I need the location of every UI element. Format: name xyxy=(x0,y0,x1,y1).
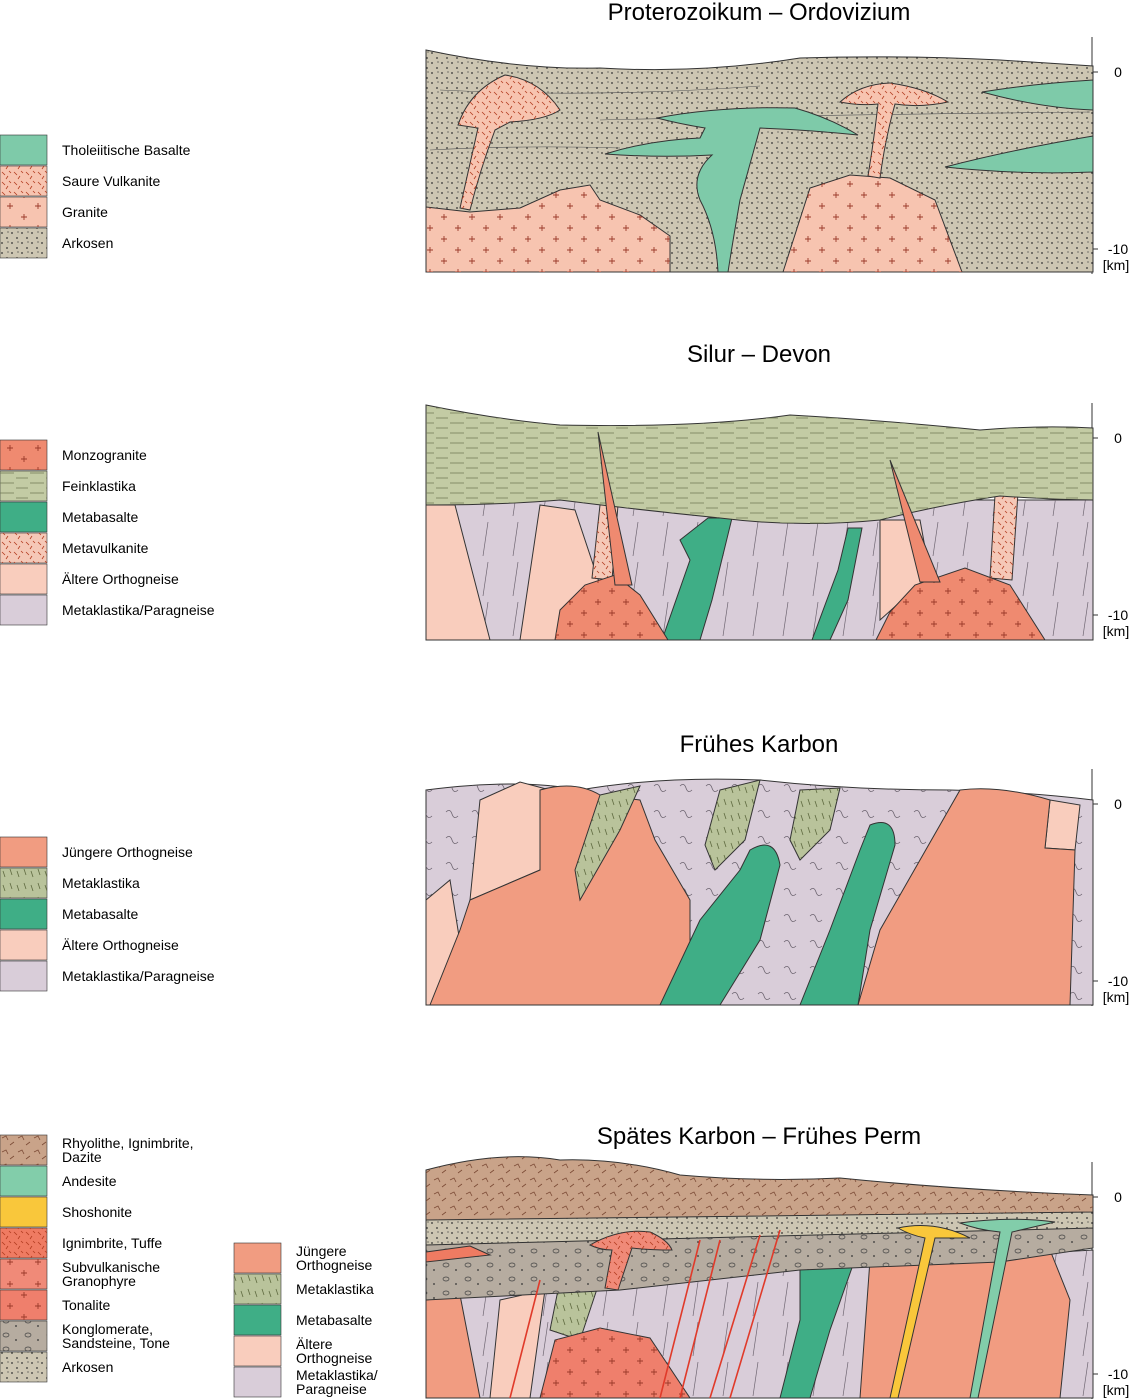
svg-text:Granophyre: Granophyre xyxy=(62,1273,136,1289)
s3-metabasalte-2 xyxy=(799,822,896,1006)
s3-juengere-right xyxy=(857,788,1076,1006)
svg-text:Metaklastika/Paragneise: Metaklastika/Paragneise xyxy=(62,602,215,618)
svg-text:Paragneise: Paragneise xyxy=(296,1381,367,1397)
svg-text:Sandsteine, Tone: Sandsteine, Tone xyxy=(62,1335,170,1351)
svg-text:Metavulkanite: Metavulkanite xyxy=(62,540,149,556)
legend-item-andesite: Andesite xyxy=(0,1165,117,1197)
legend-item-metaklastika_para: Metaklastika/Paragneise xyxy=(233,1366,378,1398)
legend-item-metabasalte: Metabasalte xyxy=(0,898,138,930)
svg-text:Subvulkanische: Subvulkanische xyxy=(62,1259,160,1275)
section-title-4: Spätes Karbon – Frühes Perm xyxy=(597,1123,921,1150)
s3-aeltere-3 xyxy=(1044,799,1081,851)
legend-item-arkosen: Arkosen xyxy=(0,1351,113,1383)
svg-text:Rhyolithe, Ignimbrite,: Rhyolithe, Ignimbrite, xyxy=(62,1135,194,1151)
svg-text:Jüngere Orthogneise: Jüngere Orthogneise xyxy=(62,844,193,860)
svg-text:Konglomerate,: Konglomerate, xyxy=(62,1321,153,1337)
legend-item-rhyolithe: Rhyolithe, Ignimbrite,Dazite xyxy=(0,1134,194,1166)
svg-text:Metabasalte: Metabasalte xyxy=(62,509,138,525)
svg-text:Feinklastika: Feinklastika xyxy=(62,478,136,494)
s3-metabasalte-1 xyxy=(659,844,781,1006)
svg-text:Jüngere: Jüngere xyxy=(296,1243,347,1259)
legend-item-juengere: Jüngere Orthogneise xyxy=(0,836,193,868)
s1-tholeiit-sill-1 xyxy=(981,79,1094,111)
legend-item-aeltere: Ältere Orthogneise xyxy=(0,929,179,961)
section-title-3: Frühes Karbon xyxy=(680,731,839,758)
svg-text:Arkosen: Arkosen xyxy=(62,235,113,251)
s1-tholeiit-dike xyxy=(604,107,859,273)
legend-item-aeltere: Ältere Orthogneise xyxy=(0,563,179,595)
svg-text:Arkosen: Arkosen xyxy=(62,1359,113,1375)
section-1-cross-section xyxy=(425,49,1094,273)
legend-item-shoshonite: Shoshonite xyxy=(0,1196,132,1228)
svg-text:Andesite: Andesite xyxy=(62,1173,117,1189)
section-4-cross-section xyxy=(425,1156,1094,1399)
section-title-2: Silur – Devon xyxy=(687,341,831,368)
s2-metabasalte-1 xyxy=(661,517,733,641)
axis-label-bottom: -10 xyxy=(1108,241,1128,257)
legend-item-tholeiit: Tholeiitische Basalte xyxy=(0,134,191,166)
svg-text:Metabasalte: Metabasalte xyxy=(296,1312,372,1328)
svg-text:Orthogneise: Orthogneise xyxy=(296,1350,372,1366)
s2-metabasalte-2 xyxy=(811,527,863,641)
legend-item-monzogranite: Monzogranite xyxy=(0,439,147,471)
legend-item-tonalite: Tonalite xyxy=(0,1289,110,1321)
axis-label-top: 0 xyxy=(1114,796,1122,812)
legend-item-feinklastika: Feinklastika xyxy=(0,470,136,502)
legend-item-metaklastika: Metaklastika xyxy=(233,1273,374,1305)
legend-item-granite: Granite xyxy=(0,196,108,228)
svg-text:Metaklastika/: Metaklastika/ xyxy=(296,1367,378,1383)
svg-text:Ältere: Ältere xyxy=(296,1336,333,1352)
axis-unit: [km] xyxy=(1103,989,1129,1005)
legend-item-metaklastika: Metaklastika xyxy=(0,867,140,899)
legend-item-metaklastika_para: Metaklastika/Paragneise xyxy=(0,960,215,992)
legend-item-konglomerate: Konglomerate,Sandsteine, Tone xyxy=(0,1320,170,1352)
svg-text:Ältere Orthogneise: Ältere Orthogneise xyxy=(62,571,179,587)
s1-tholeiit-sill-2 xyxy=(944,135,1094,174)
svg-text:Monzogranite: Monzogranite xyxy=(62,447,147,463)
section-2-cross-section xyxy=(425,404,1094,641)
axis-label-top: 0 xyxy=(1114,64,1122,80)
svg-text:Tonalite: Tonalite xyxy=(62,1297,110,1313)
s4-shoshonite-dike xyxy=(889,1225,971,1399)
s4-faults xyxy=(509,1229,781,1399)
svg-text:Metabasalte: Metabasalte xyxy=(62,906,138,922)
svg-text:Ältere Orthogneise: Ältere Orthogneise xyxy=(62,937,179,953)
section-title-1: Proterozoikum – Ordovizium xyxy=(608,0,911,26)
svg-text:Metaklastika/Paragneise: Metaklastika/Paragneise xyxy=(62,968,215,984)
axis-label-bottom: -10 xyxy=(1108,1366,1128,1382)
legend-item-metabasalte: Metabasalte xyxy=(0,501,138,533)
svg-text:Granite: Granite xyxy=(62,204,108,220)
legend-item-ignimbrite: Ignimbrite, Tuffe xyxy=(0,1227,162,1259)
svg-text:Dazite: Dazite xyxy=(62,1149,102,1165)
s2-monzogranite-dike-right xyxy=(889,459,941,583)
s4-andesite-dike xyxy=(958,1218,1056,1399)
s4-ignimbrite-left xyxy=(425,1245,492,1263)
axis-label-top: 0 xyxy=(1114,1189,1122,1205)
svg-text:Shoshonite: Shoshonite xyxy=(62,1204,132,1220)
axis-label-bottom: -10 xyxy=(1108,973,1128,989)
legend-item-metavulkanite: Metavulkanite xyxy=(0,532,149,564)
legend-item-metaklastika_para: Metaklastika/Paragneise xyxy=(0,594,215,626)
s4-juengere-right xyxy=(859,1249,1071,1399)
s2-monzogranite-dike-left xyxy=(597,431,633,586)
legend-item-metabasalte: Metabasalte xyxy=(233,1304,372,1336)
svg-text:Metaklastika: Metaklastika xyxy=(296,1281,374,1297)
svg-text:Ignimbrite, Tuffe: Ignimbrite, Tuffe xyxy=(62,1235,162,1251)
svg-text:Saure Vulkanite: Saure Vulkanite xyxy=(62,173,161,189)
axis-unit: [km] xyxy=(1103,623,1129,639)
section-3-cross-section xyxy=(425,778,1094,1006)
axis-unit: [km] xyxy=(1103,1382,1129,1398)
axis-label-bottom: -10 xyxy=(1108,607,1128,623)
svg-text:Metaklastika: Metaklastika xyxy=(62,875,140,891)
legend-item-arkosen: Arkosen xyxy=(0,227,113,259)
svg-text:Tholeiitische Basalte: Tholeiitische Basalte xyxy=(62,142,191,158)
svg-text:Orthogneise: Orthogneise xyxy=(296,1257,372,1273)
axis-unit: [km] xyxy=(1103,257,1129,273)
axis-label-top: 0 xyxy=(1114,430,1122,446)
legend-item-saure: Saure Vulkanite xyxy=(0,165,161,197)
